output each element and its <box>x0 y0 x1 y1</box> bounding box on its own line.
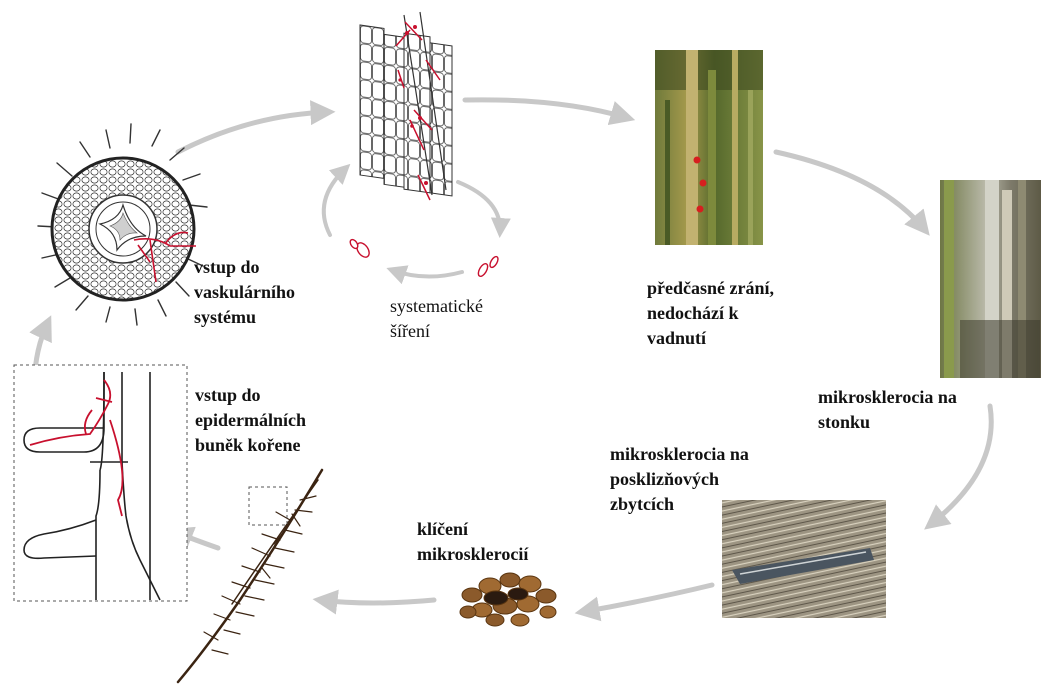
crop-residue-photo <box>722 500 886 618</box>
label-systemic-spread: systematické šíření <box>390 294 483 344</box>
epidermal-cells-icon <box>14 365 187 601</box>
root-cross-section-icon <box>38 124 207 325</box>
plant-stem-photo <box>655 50 763 245</box>
label-premature-ripening: předčasné zrání, nedochází k vadnutí <box>647 276 774 351</box>
label-stem-microsclerotia: mikrosklerocia na stonku <box>818 385 957 435</box>
label-germination: klíčení mikrosklerocií <box>417 517 528 567</box>
label-residue-microsclerotia: mikrosklerocia na posklizňových zbytcích <box>610 442 749 517</box>
label-vascular-entry: vstup do vaskulárního systému <box>194 255 295 330</box>
vascular-tissue-icon <box>360 12 452 200</box>
dead-stem-photo <box>940 180 1041 378</box>
spore-icons <box>349 238 500 278</box>
microsclerotia-cluster-icon <box>460 573 556 626</box>
label-epidermal-entry: vstup do epidermálních buněk kořene <box>195 383 306 458</box>
zoom-box <box>249 487 287 525</box>
root-hair-icon <box>178 470 322 682</box>
